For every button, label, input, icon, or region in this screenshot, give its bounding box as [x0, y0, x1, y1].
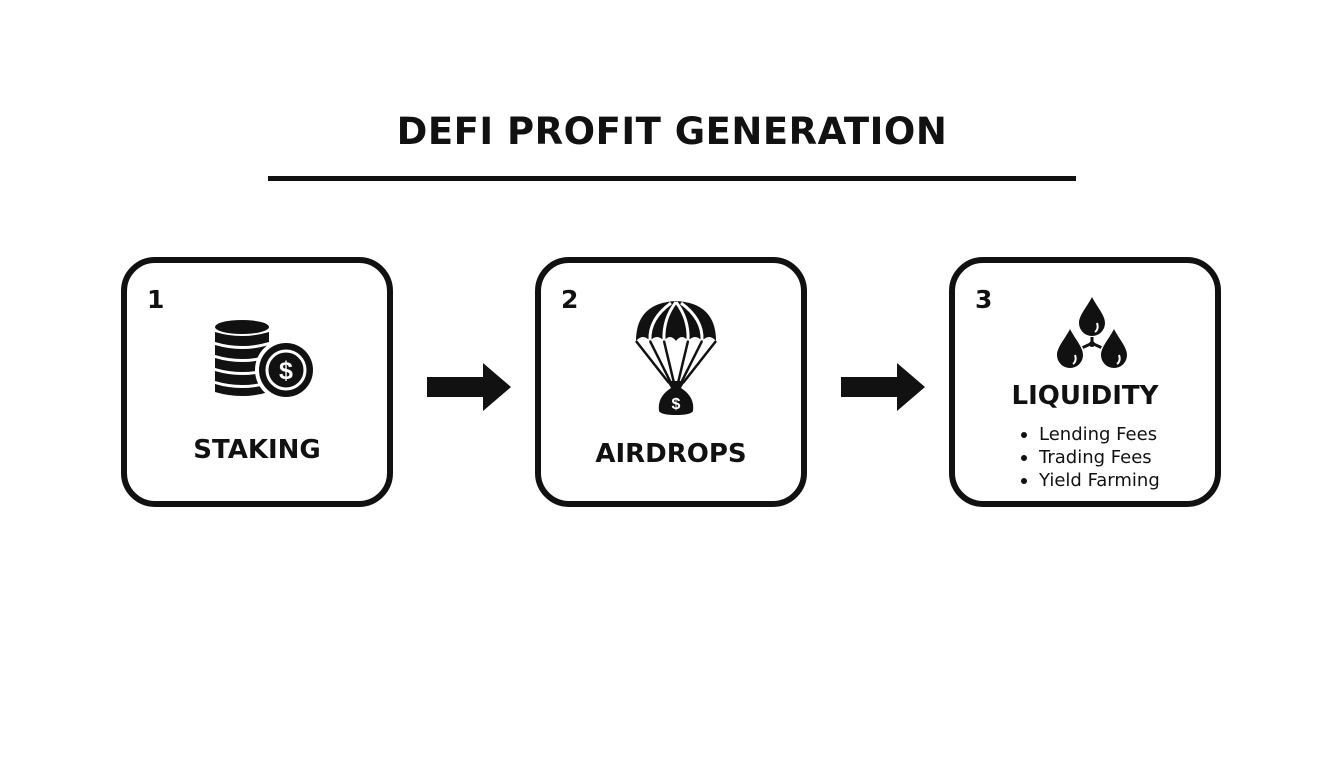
step-number: 3 [975, 285, 993, 314]
bullet-item: Yield Farming [1019, 469, 1160, 492]
step-label: AIRDROPS [595, 439, 747, 469]
step-label: LIQUIDITY [1011, 381, 1159, 411]
step-number: 1 [147, 285, 165, 314]
step-staking: 1 $ STAKING [121, 257, 393, 507]
step-number: 2 [561, 285, 579, 314]
step-airdrops: 2 $ AIRDROPS [535, 257, 807, 507]
right-arrow-icon [841, 363, 925, 411]
step-label: STAKING [193, 435, 321, 465]
liquidity-bullet-list: Lending Fees Trading Fees Yield Farming [1019, 423, 1160, 492]
liquidity-drops-icon [1057, 297, 1127, 368]
svg-text:$: $ [672, 396, 681, 413]
coin-stack-dollar-icon: $ [215, 320, 317, 401]
right-arrow-icon [427, 363, 511, 411]
svg-text:$: $ [279, 357, 293, 385]
diagram-title: DEFI PROFIT GENERATION [396, 110, 948, 153]
step-liquidity: 3 LIQUIDITY Lending Fees Trading Fees Yi… [949, 257, 1221, 507]
bullet-item: Lending Fees [1019, 423, 1160, 446]
title-underline [268, 176, 1076, 181]
bullet-item: Trading Fees [1019, 446, 1160, 469]
parachute-money-bag-icon: $ [635, 301, 717, 415]
